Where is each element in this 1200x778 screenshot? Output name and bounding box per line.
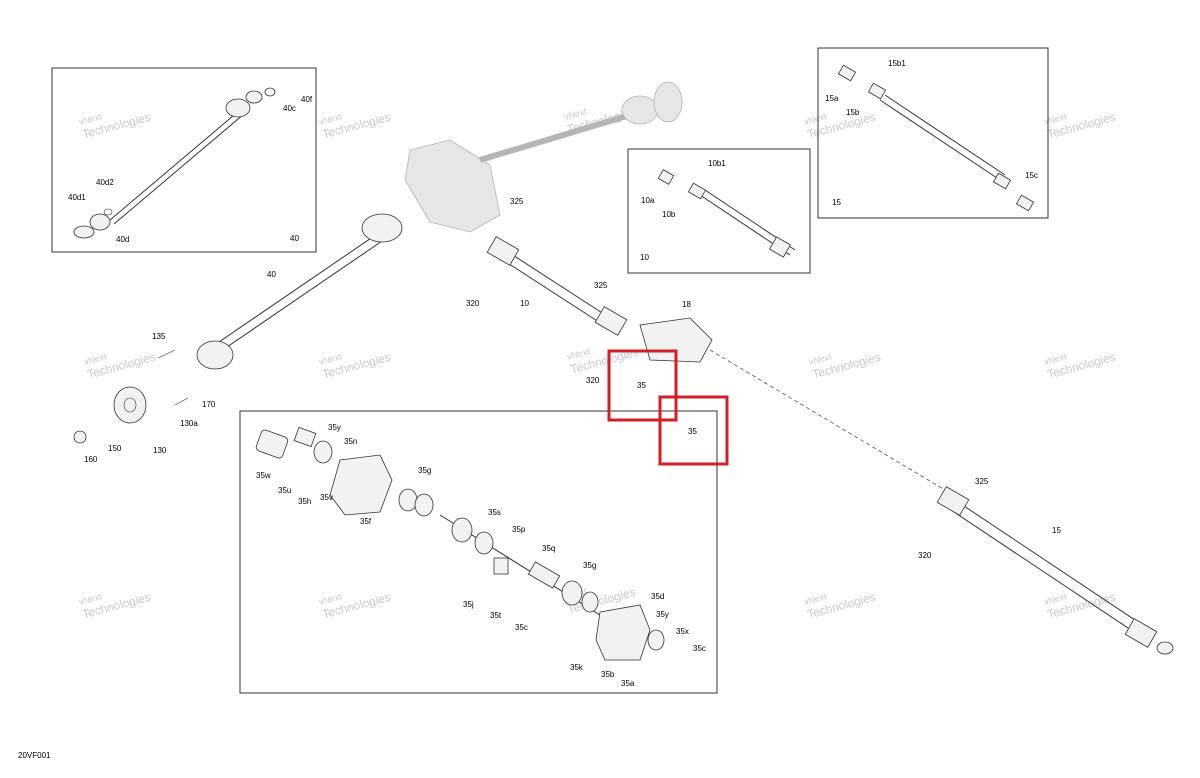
inset-frame bbox=[239, 410, 718, 694]
inset-frame bbox=[817, 47, 1049, 219]
part-label-15[interactable]: 15 bbox=[1052, 526, 1061, 535]
part-label-35j[interactable]: 35j bbox=[463, 600, 474, 609]
part-label-35c[interactable]: 35c bbox=[515, 623, 528, 632]
part-label-35f[interactable]: 35f bbox=[360, 517, 372, 526]
part-label-15c[interactable]: 15c bbox=[1025, 171, 1038, 180]
part-label-40f[interactable]: 40f bbox=[301, 95, 313, 104]
part-label-160[interactable]: 160 bbox=[84, 455, 98, 464]
part-label-10[interactable]: 10 bbox=[520, 299, 529, 308]
part-label-130[interactable]: 130 bbox=[153, 446, 167, 455]
part-label-18[interactable]: 18 bbox=[682, 300, 691, 309]
part-label-320-3[interactable]: 320 bbox=[918, 551, 932, 560]
inset-40: 40c 40f 40d2 40d1 40d 40 bbox=[51, 67, 317, 253]
part-label-35g[interactable]: 35g bbox=[418, 466, 431, 475]
part-label-40d[interactable]: 40d bbox=[116, 235, 129, 244]
part-label-320-2[interactable]: 320 bbox=[586, 376, 600, 385]
part-label-35u[interactable]: 35u bbox=[278, 486, 291, 495]
inset-id-15: 15 bbox=[832, 198, 841, 207]
part-label-35a[interactable]: 35a bbox=[621, 679, 635, 688]
part-label-325[interactable]: 325 bbox=[510, 197, 524, 206]
part-label-35y[interactable]: 35y bbox=[328, 423, 341, 432]
part-label-35s[interactable]: 35s bbox=[488, 508, 501, 517]
part-label-10b1[interactable]: 10b1 bbox=[708, 159, 726, 168]
highlight-boxes: 35 bbox=[607, 349, 729, 466]
part-label-35g-2[interactable]: 35g bbox=[583, 561, 596, 570]
part-label-150[interactable]: 150 bbox=[108, 444, 122, 453]
part-label-35p[interactable]: 35p bbox=[512, 525, 526, 534]
part-label-35b[interactable]: 35b bbox=[601, 670, 615, 679]
part-label-10b[interactable]: 10b bbox=[662, 210, 676, 219]
part-label-35x[interactable]: 35x bbox=[676, 627, 689, 636]
part-label-15b[interactable]: 15b bbox=[846, 108, 860, 117]
part-label-35y-2[interactable]: 35y bbox=[656, 610, 669, 619]
part-label-325-3[interactable]: 325 bbox=[975, 477, 989, 486]
part-label-35d[interactable]: 35d bbox=[651, 592, 664, 601]
part-label-40d2[interactable]: 40d2 bbox=[96, 178, 114, 187]
highlight-box[interactable] bbox=[607, 349, 678, 422]
highlight-label-35[interactable]: 35 bbox=[688, 427, 697, 436]
main-labels: 325 40 320 10 325 18 135 170 130a 150 13… bbox=[84, 197, 1061, 560]
part-label-135[interactable]: 135 bbox=[152, 332, 166, 341]
part-label-35w[interactable]: 35w bbox=[256, 471, 271, 480]
diagram-code: 20VF001 bbox=[18, 751, 51, 760]
part-label-15b1[interactable]: 15b1 bbox=[888, 59, 906, 68]
part-label-35n[interactable]: 35n bbox=[344, 437, 357, 446]
part-label-35v[interactable]: 35v bbox=[320, 493, 333, 502]
part-label-170[interactable]: 170 bbox=[202, 400, 216, 409]
part-label-35k[interactable]: 35k bbox=[570, 663, 584, 672]
part-label-40[interactable]: 40 bbox=[267, 270, 276, 279]
inset-15: 15b1 15a 15b 15c 15 bbox=[817, 47, 1049, 219]
part-label-35t[interactable]: 35t bbox=[490, 611, 502, 620]
inset-id-10: 10 bbox=[640, 253, 649, 262]
part-label-325-2[interactable]: 325 bbox=[594, 281, 608, 290]
part-label-35c-2[interactable]: 35c bbox=[693, 644, 706, 653]
part-label-35[interactable]: 35 bbox=[637, 381, 646, 390]
part-label-130a[interactable]: 130a bbox=[180, 419, 198, 428]
part-label-40d1[interactable]: 40d1 bbox=[68, 193, 86, 202]
main-assembly bbox=[73, 81, 1174, 655]
inset-35: 35y 35n 35w 35u 35h 35v 35f 35g 35s 35p … bbox=[239, 410, 718, 694]
part-label-320[interactable]: 320 bbox=[466, 299, 480, 308]
part-label-40c[interactable]: 40c bbox=[283, 104, 296, 113]
part-label-35q[interactable]: 35q bbox=[542, 544, 555, 553]
part-label-15a[interactable]: 15a bbox=[825, 94, 839, 103]
highlight-box[interactable] bbox=[658, 395, 729, 466]
inset-frame bbox=[51, 67, 317, 253]
inset-frame bbox=[627, 148, 811, 274]
part-label-35h[interactable]: 35h bbox=[298, 497, 311, 506]
inset-10: 10b1 10a 10b 10 bbox=[627, 148, 811, 274]
part-label-10a[interactable]: 10a bbox=[641, 196, 655, 205]
inset-id-40: 40 bbox=[290, 234, 299, 243]
